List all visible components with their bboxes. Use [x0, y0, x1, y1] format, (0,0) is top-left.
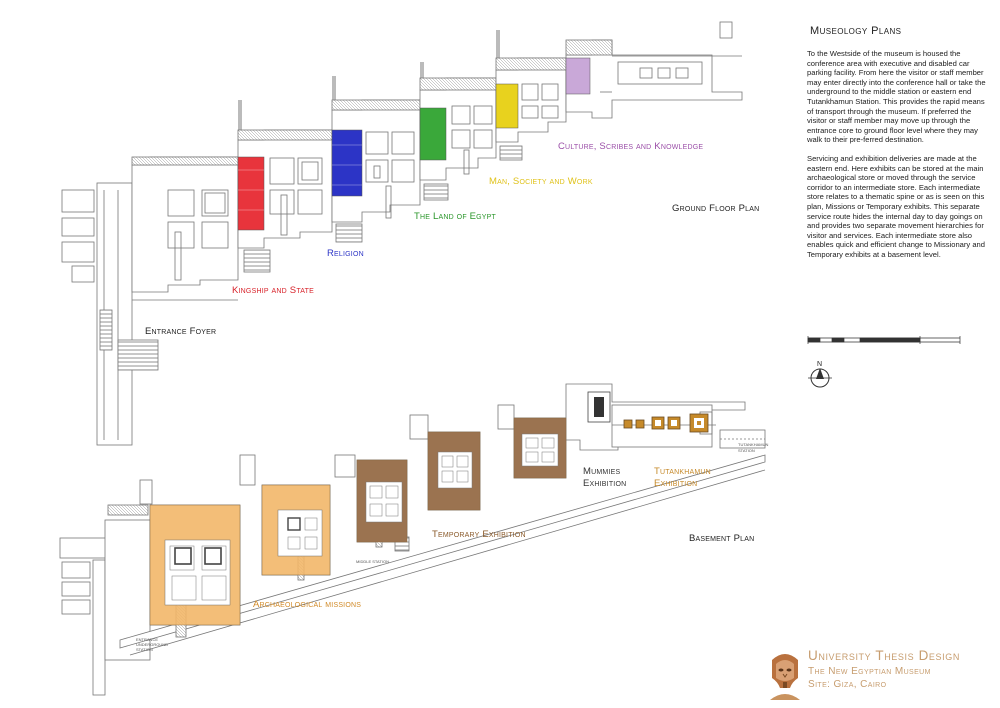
ground-floor-plan: [61, 21, 743, 446]
culture-spine: [565, 57, 591, 95]
man-society-label: Man, Society and Work: [489, 176, 593, 187]
land-of-egypt-label: The Land of Egypt: [414, 211, 497, 222]
entrance-station-label-3: STATION: [136, 647, 153, 652]
kingship-spine: [237, 156, 265, 231]
ground-floor-plan-label: Ground Floor Plan: [672, 203, 759, 214]
kingship-label: Kingship and State: [232, 285, 314, 296]
tutankhamun-label-line-1: Tutankhamun: [654, 466, 711, 477]
footer-title: University Thesis Design: [808, 648, 960, 663]
culture-label: Culture, Scribes and Knowledge: [558, 141, 703, 152]
footer-subtitle: The New Egyptian Museum: [808, 666, 931, 677]
mummies-label-line-2: Exhibition: [583, 478, 626, 489]
entrance-station-label-1: ENTRANCE: [136, 637, 158, 642]
panel-title: Museology Plans: [810, 25, 902, 37]
north-arrow-icon: N: [808, 361, 832, 388]
museology-panel: Museology Plans To the Westside of the m…: [807, 25, 987, 268]
religion-label: Religion: [327, 248, 364, 259]
footer-site: Site: Giza, Cairo: [808, 679, 887, 690]
mummies-label-line-1: Mummies: [583, 466, 620, 477]
temporary-label: Temporary Exhibition: [432, 529, 526, 540]
tut-station-label-1: TUTANKHAMUN: [738, 442, 768, 447]
tut-station-label-2: STATION: [738, 448, 755, 453]
panel-paragraph-2: Servicing and exhibition deliveries are …: [807, 153, 986, 259]
archaeological-label: Archaeological missions: [253, 599, 361, 610]
pharaoh-bust-icon: [770, 654, 800, 700]
title-block: University Thesis Design The New Egyptia…: [768, 648, 993, 700]
scale-bar: [807, 336, 961, 344]
middle-station-label: MIDDLE STATION: [356, 559, 389, 564]
basement-galleries: [149, 417, 567, 626]
basement-plan-label: Basement Plan: [689, 533, 754, 544]
panel-paragraph-1: To the Westside of the museum is housed …: [807, 49, 986, 145]
religion-spine: [331, 129, 363, 197]
man-society-spine: [495, 83, 519, 129]
entrance-station-label-2: UNDERGROUND: [136, 642, 168, 647]
tutankhamun-label-line-2: Exhibition: [654, 478, 697, 489]
land-of-egypt-spine: [419, 107, 447, 161]
entrance-foyer-label: Entrance Foyer: [145, 326, 216, 337]
north-label: N: [817, 361, 822, 368]
tutankhamun-rooms: [623, 413, 709, 433]
